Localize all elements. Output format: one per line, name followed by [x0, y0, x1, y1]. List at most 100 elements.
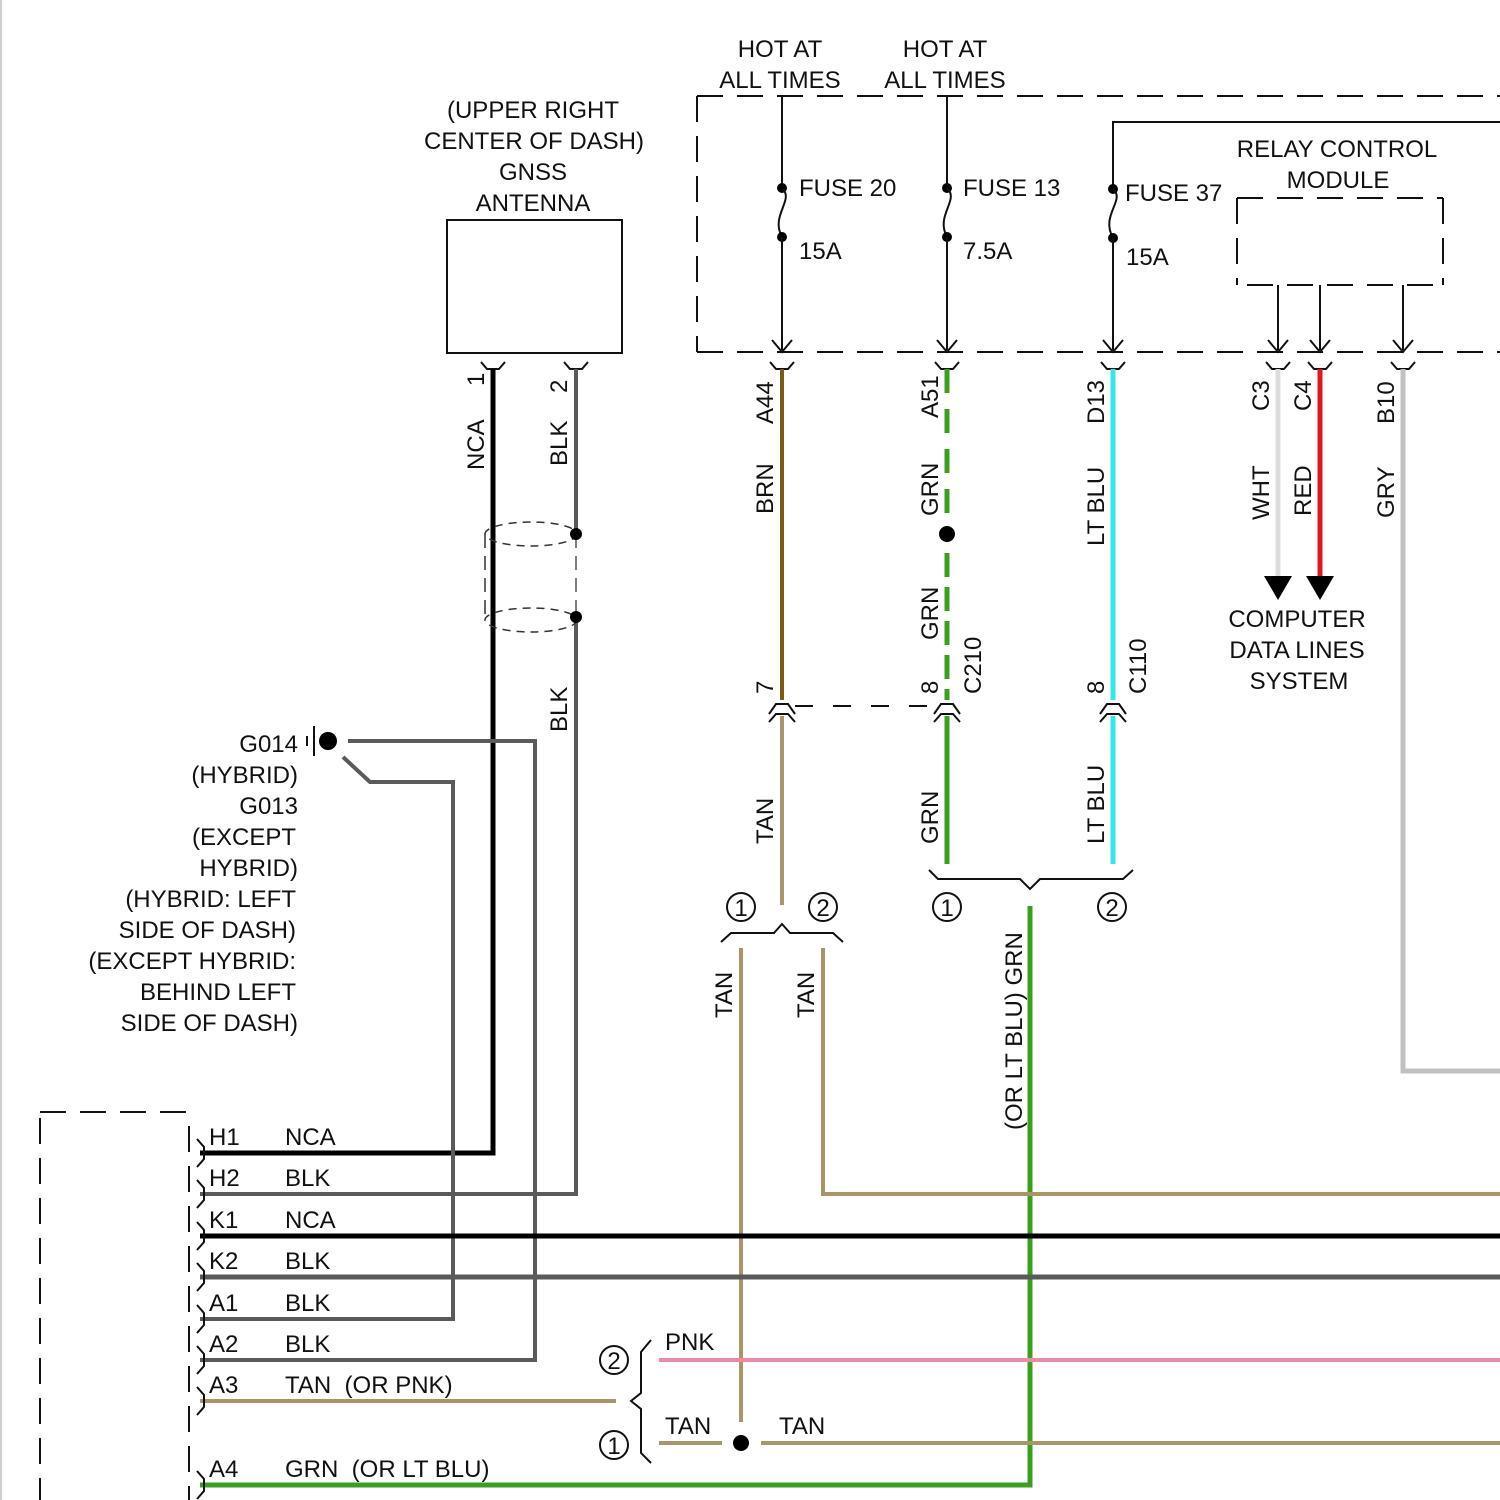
- wire-gry-b10: [1403, 369, 1500, 1071]
- power-source-1-line1: HOT AT: [738, 36, 823, 63]
- splice-dot: [733, 1435, 749, 1451]
- terminal-a44: A44: [752, 381, 779, 424]
- pin-id: H2: [209, 1165, 240, 1192]
- antenna-label-line2: CENTER OF DASH): [424, 128, 644, 155]
- pnk-label: PNK: [665, 1329, 714, 1356]
- c210-pin-8: 8: [917, 681, 944, 694]
- power-source-2-line2: ALL TIMES: [884, 67, 1005, 94]
- option-2-label: 2: [1105, 895, 1118, 922]
- c210-pin-7: 7: [752, 681, 779, 694]
- radio-connector-box: [40, 1112, 190, 1500]
- tan-b-label: TAN: [779, 1413, 825, 1440]
- module-wire-labels: A44 BRN A51 GRN D13 LT BLU C3 WHT C4 RED…: [752, 375, 1400, 546]
- ground-symbol-icon: [307, 726, 337, 756]
- power-source-1-line2: ALL TIMES: [719, 67, 840, 94]
- svg-text:(EXCEPT HYBRID:: (EXCEPT HYBRID:: [88, 948, 296, 975]
- terminal-d13: D13: [1083, 380, 1110, 424]
- pin-wire-color: BLK: [285, 1248, 330, 1275]
- pin-wire-color: NCA: [285, 1207, 336, 1234]
- c110-pin-8: 8: [1083, 681, 1110, 694]
- antenna-pin-1-cap: [481, 362, 505, 369]
- antenna-label-line1: (UPPER RIGHT: [447, 97, 619, 124]
- color-grn-alt: (OR LT BLU) GRN: [1001, 932, 1028, 1130]
- tan-option-brace: [721, 924, 843, 942]
- color-tan: TAN: [752, 798, 779, 844]
- shield-wire-color: BLK: [546, 687, 573, 732]
- color-brn: BRN: [752, 463, 779, 514]
- svg-text:SIDE OF DASH): SIDE OF DASH): [121, 1010, 298, 1037]
- relay-module-label-line2: MODULE: [1287, 167, 1390, 194]
- pin-wire-color: BLK: [285, 1290, 330, 1317]
- terminal-c4: C4: [1290, 380, 1317, 411]
- fuse-20-rating: 15A: [799, 238, 842, 265]
- color-gry: GRY: [1373, 466, 1400, 518]
- terminal-c3: C3: [1248, 380, 1275, 411]
- option-brace: [929, 870, 1133, 889]
- pin-wire-color: BLK: [285, 1331, 330, 1358]
- terminal-b10: B10: [1373, 381, 1400, 424]
- power-source-2-line1: HOT AT: [903, 36, 988, 63]
- radio-pin-row: A2 BLK: [197, 1331, 330, 1374]
- color-grn-low: GRN: [917, 791, 944, 844]
- antenna-label-line3: GNSS: [499, 159, 567, 186]
- svg-text:BEHIND LEFT: BEHIND LEFT: [140, 979, 296, 1006]
- color-lt-blu-low: LT BLU: [1083, 765, 1110, 844]
- svg-text:(EXCEPT: (EXCEPT: [192, 824, 296, 851]
- pin-id: K1: [209, 1207, 238, 1234]
- color-grn: GRN: [917, 463, 944, 516]
- radio-pin-row: H2BLK: [197, 1165, 330, 1208]
- terminal-a51: A51: [917, 375, 944, 418]
- antenna-wire-1-color: NCA: [463, 419, 490, 470]
- data-lines-line2: DATA LINES: [1229, 637, 1364, 664]
- radio-pin-row: A3 TAN (OR PNK): [197, 1372, 453, 1415]
- data-lines-line3: SYSTEM: [1250, 668, 1349, 695]
- module-connector-caps: [770, 362, 1415, 369]
- a3-option-2-label: 2: [607, 1348, 620, 1375]
- tan-option-1-label: 1: [734, 895, 747, 922]
- color-grn-mid: GRN: [917, 587, 944, 640]
- tan-a-label: TAN: [665, 1413, 711, 1440]
- pin-id: A3: [209, 1372, 238, 1399]
- radio-pin-row: H1 NCA: [197, 1124, 336, 1167]
- antenna-pin-2-cap: [564, 362, 588, 369]
- pin-id: A2: [209, 1331, 238, 1358]
- pin-wire-color: NCA: [285, 1124, 336, 1151]
- fuse-20-label: FUSE 20: [799, 175, 896, 202]
- radio-pin-row: A4GRN (OR LT BLU): [197, 1456, 489, 1499]
- fuse-13-rating: 7.5A: [963, 238, 1012, 265]
- color-tan-1: TAN: [711, 972, 738, 1018]
- fuse-37-label: FUSE 37: [1125, 180, 1222, 207]
- arrow-down-icon: [1306, 576, 1334, 600]
- c110-label: C110: [1125, 638, 1152, 694]
- wire-tan-option-2: [823, 948, 1500, 1194]
- a3-option-1-label: 1: [607, 1433, 620, 1460]
- a3-option-brace: [631, 1340, 651, 1463]
- gnss-antenna-box: [447, 220, 622, 353]
- ground-label: G014 (HYBRID) G013 (EXCEPT HYBRID) (HYBR…: [88, 731, 298, 1037]
- color-lt-blu: LT BLU: [1083, 467, 1110, 546]
- arrow-down-icon: [1264, 576, 1292, 600]
- pin-id: A1: [209, 1290, 238, 1317]
- svg-text:(HYBRID: LEFT: (HYBRID: LEFT: [125, 886, 296, 913]
- radio-pin-row: K2BLK: [197, 1248, 330, 1291]
- antenna-pin-2: 2: [546, 380, 573, 393]
- radio-pin-row: A1 BLK: [197, 1290, 330, 1333]
- svg-text:(HYBRID): (HYBRID): [191, 762, 298, 789]
- svg-text:HYBRID): HYBRID): [199, 855, 298, 882]
- fuse-20: [772, 96, 792, 352]
- splice-dot: [939, 526, 955, 542]
- color-wht: WHT: [1248, 465, 1275, 520]
- svg-text:G014: G014: [239, 731, 298, 758]
- tan-option-2-label: 2: [816, 895, 829, 922]
- pin-wire-color: TAN (OR PNK): [285, 1372, 453, 1399]
- antenna-pin-1: 1: [463, 373, 490, 386]
- option-1-label: 1: [940, 895, 953, 922]
- coax-shield: [485, 522, 582, 632]
- fuse-37-rating: 15A: [1126, 244, 1169, 271]
- fuse-13-label: FUSE 13: [963, 175, 1060, 202]
- pin-id: H1: [209, 1124, 240, 1151]
- color-tan-2: TAN: [793, 972, 820, 1018]
- pin-wire-color: GRN (OR LT BLU): [285, 1456, 489, 1483]
